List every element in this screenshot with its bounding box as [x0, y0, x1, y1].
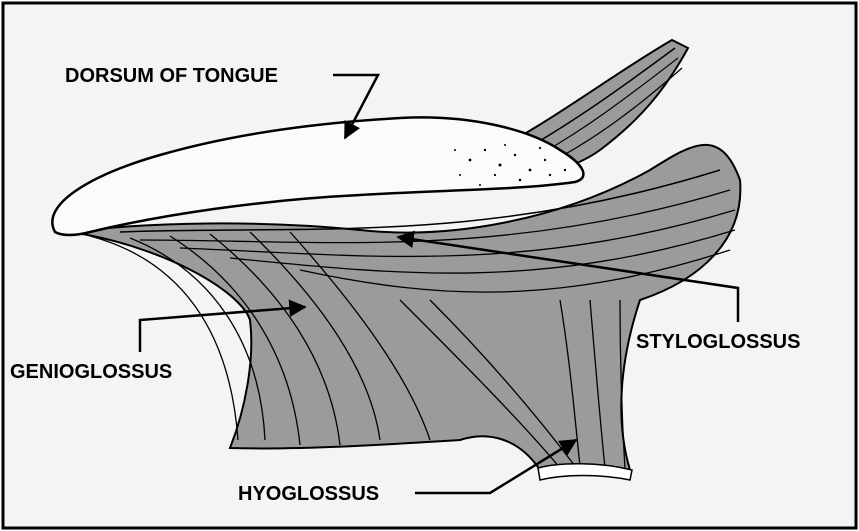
label-dorsum-text: DORSUM OF TONGUE: [65, 65, 278, 87]
label-genioglossus-text: GENIOGLOSSUS: [10, 361, 172, 383]
label-styloglossus-text: STYLOGLOSSUS: [636, 331, 800, 353]
label-hyoglossus-text: HYOGLOSSUS: [238, 483, 379, 505]
